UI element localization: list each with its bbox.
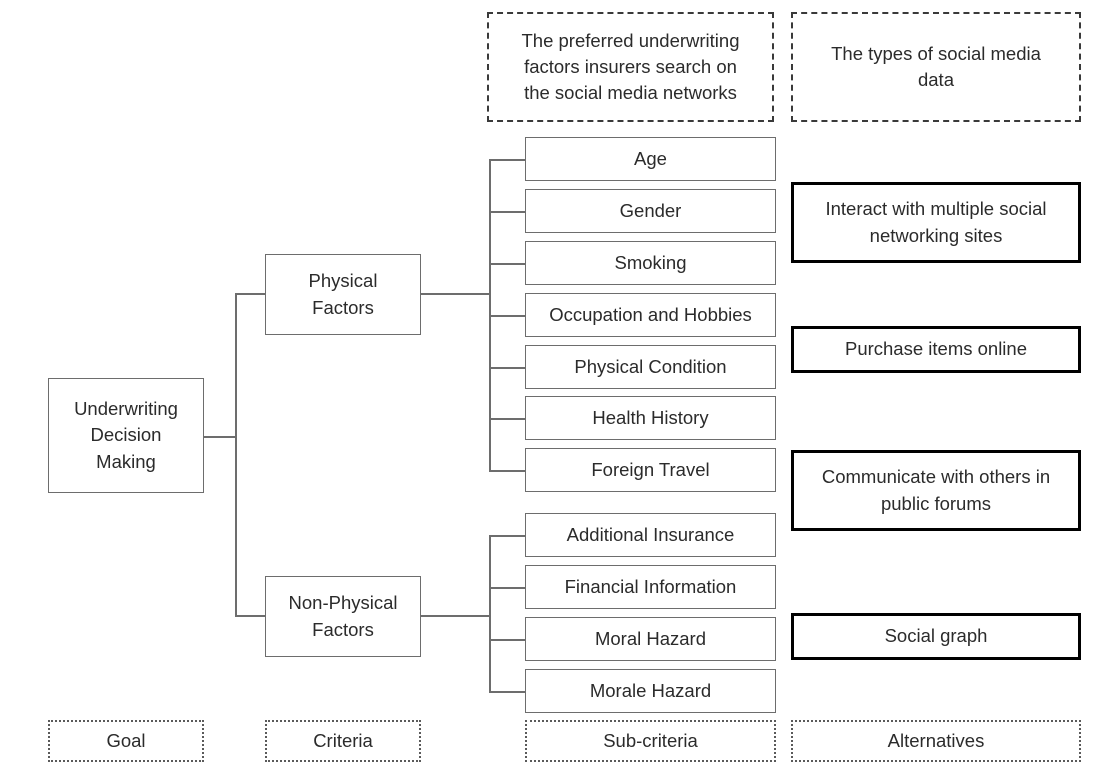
sub-criteria-node-smoking[interactable]: Smoking bbox=[525, 241, 776, 285]
criteria-node-non-physical-factors[interactable]: Non-Physical Factors bbox=[265, 576, 421, 657]
sub-criteria-label-physical-condition: Physical Condition bbox=[574, 355, 727, 377]
legend-label-alternatives: Alternatives bbox=[887, 729, 985, 751]
connector-criteria-trunk bbox=[235, 294, 237, 617]
alternative-node-purchase-items-online[interactable]: Purchase items online bbox=[791, 326, 1081, 373]
sub-criteria-node-foreign-travel[interactable]: Foreign Travel bbox=[525, 448, 776, 492]
alternative-node-communicate-with-others-in-public-forums[interactable]: Communicate with others in public forums bbox=[791, 450, 1081, 531]
connector-goal-stub bbox=[203, 436, 236, 438]
alternative-label-4: Social graph bbox=[884, 625, 988, 647]
sub-criteria-label-additional-insurance: Additional Insurance bbox=[566, 523, 735, 545]
connector-non-physical-branch-1 bbox=[489, 535, 526, 537]
legend-criteria: Criteria bbox=[265, 720, 421, 762]
sub-criteria-node-financial-information[interactable]: Financial Information bbox=[525, 565, 776, 609]
connector-physical-branch-6 bbox=[489, 418, 526, 420]
sub-criteria-node-physical-condition[interactable]: Physical Condition bbox=[525, 345, 776, 389]
connector-non-physical-stub bbox=[420, 615, 490, 617]
criteria-label-physical-factors: Physical Factors bbox=[308, 270, 378, 318]
connector-physical-branch-7 bbox=[489, 470, 526, 472]
sub-criteria-label-smoking: Smoking bbox=[614, 251, 687, 273]
sub-criteria-node-occupation-and-hobbies[interactable]: Occupation and Hobbies bbox=[525, 293, 776, 337]
goal-node[interactable]: Underwriting Decision Making bbox=[48, 378, 204, 493]
alternative-node-social-graph[interactable]: Social graph bbox=[791, 613, 1081, 660]
connector-to-physical-factors bbox=[235, 293, 266, 295]
connector-non-physical-branch-4 bbox=[489, 691, 526, 693]
legend-label-goal: Goal bbox=[106, 729, 146, 751]
connector-non-physical-branch-3 bbox=[489, 639, 526, 641]
sub-criteria-label-occupation-and-hobbies: Occupation and Hobbies bbox=[549, 303, 752, 325]
sub-criteria-label-foreign-travel: Foreign Travel bbox=[591, 458, 710, 480]
alternative-label-1: Interact with multiple social networking… bbox=[825, 198, 1047, 246]
legend-alternatives: Alternatives bbox=[791, 720, 1081, 762]
connector-physical-branch-2 bbox=[489, 211, 526, 213]
sub-criteria-label-gender: Gender bbox=[619, 199, 682, 221]
sub-criteria-node-additional-insurance[interactable]: Additional Insurance bbox=[525, 513, 776, 557]
criteria-label-non-physical-factors: Non-Physical Factors bbox=[288, 592, 398, 640]
legend-label-sub-criteria: Sub-criteria bbox=[603, 729, 698, 751]
sub-criteria-node-age[interactable]: Age bbox=[525, 137, 776, 181]
alternatives-header-label: The types of social media data bbox=[831, 42, 1041, 90]
connector-physical-branch-1 bbox=[489, 159, 526, 161]
sub-criteria-node-health-history[interactable]: Health History bbox=[525, 396, 776, 440]
sub-criteria-label-age: Age bbox=[634, 147, 667, 169]
sub-criteria-label-financial-information: Financial Information bbox=[564, 575, 737, 597]
sub-criteria-header: The preferred underwriting factors insur… bbox=[487, 12, 774, 122]
connector-to-non-physical-factors bbox=[235, 615, 266, 617]
sub-criteria-node-gender[interactable]: Gender bbox=[525, 189, 776, 233]
sub-criteria-label-moral-hazard: Moral Hazard bbox=[594, 627, 707, 649]
connector-physical-branch-5 bbox=[489, 367, 526, 369]
legend-sub-criteria: Sub-criteria bbox=[525, 720, 776, 762]
alternatives-header: The types of social media data bbox=[791, 12, 1081, 122]
sub-criteria-node-moral-hazard[interactable]: Moral Hazard bbox=[525, 617, 776, 661]
sub-criteria-label-morale-hazard: Morale Hazard bbox=[589, 679, 712, 701]
sub-criteria-header-label: The preferred underwriting factors insur… bbox=[521, 29, 740, 104]
legend-goal: Goal bbox=[48, 720, 204, 762]
connector-physical-branch-4 bbox=[489, 315, 526, 317]
sub-criteria-label-health-history: Health History bbox=[592, 406, 709, 428]
connector-non-physical-branch-2 bbox=[489, 587, 526, 589]
alternative-label-3: Communicate with others in public forums bbox=[821, 466, 1051, 514]
sub-criteria-node-morale-hazard[interactable]: Morale Hazard bbox=[525, 669, 776, 713]
goal-label: Underwriting Decision Making bbox=[74, 398, 178, 472]
criteria-node-physical-factors[interactable]: Physical Factors bbox=[265, 254, 421, 335]
connector-non-physical-trunk bbox=[489, 535, 491, 693]
connector-physical-branch-3 bbox=[489, 263, 526, 265]
alternative-node-interact-with-multiple-social-networking-sites[interactable]: Interact with multiple social networking… bbox=[791, 182, 1081, 263]
legend-label-criteria: Criteria bbox=[313, 729, 373, 751]
connector-physical-stub bbox=[420, 293, 490, 295]
alternative-label-2: Purchase items online bbox=[844, 338, 1027, 360]
